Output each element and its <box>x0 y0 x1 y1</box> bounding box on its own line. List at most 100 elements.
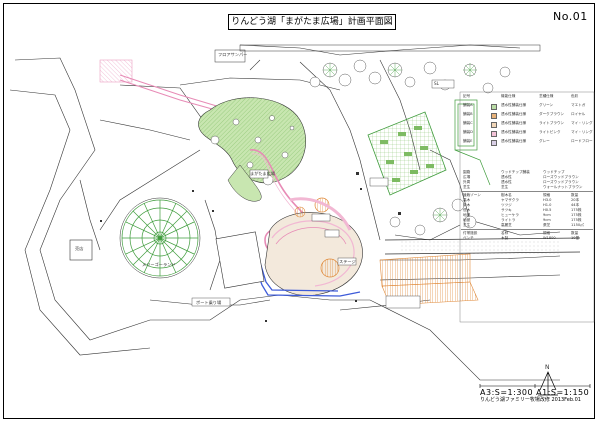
spec-cell: 地被 <box>463 218 471 222</box>
legend-row: 舗装D 透水性舗装仕様 ライトピンク マイ・リング <box>461 130 593 139</box>
legend-spec: 透水性舗装仕様 <box>501 112 527 116</box>
legend-h3: 色彩 <box>571 94 579 98</box>
spec-divider <box>461 229 593 230</box>
spec-cell: 175株 <box>571 208 582 212</box>
top-strip <box>239 44 541 52</box>
legend-spec: 透水性舗装仕様 <box>501 121 527 125</box>
spec-cell: 175株 <box>571 218 582 222</box>
spec-cell: 1150㎡ <box>571 223 584 227</box>
legend: 記号 機能仕様 芝種仕様 色彩 舗装A 透水性舗装仕様 グリーン マエトガ 舗装… <box>461 94 593 148</box>
scale-bar <box>479 384 591 388</box>
road-texture <box>400 240 560 254</box>
legend-swatch <box>491 122 497 128</box>
magatama-lower-lobe <box>227 164 262 202</box>
pink-hatched-area <box>99 59 133 83</box>
spec-row: 付帯施設 名称 規格 数量 <box>461 231 593 236</box>
legend-swatch <box>491 131 497 137</box>
spec-cell: W1800 <box>543 236 556 240</box>
spec-cell: 高麗芝 <box>501 223 512 227</box>
spec-cell: H0.5 <box>543 208 552 212</box>
north-arrow <box>538 371 558 396</box>
spec-cell: 数量 <box>571 193 579 197</box>
right-green-structure <box>454 99 491 186</box>
spec-cell: 数量 <box>571 231 579 235</box>
orange-disc-small <box>294 206 306 218</box>
legend-spec: 透水性舗装仕様 <box>501 139 527 143</box>
spec-cell: 広場 <box>463 175 471 179</box>
spec-cell: 規格 <box>543 193 551 197</box>
legend-code: マイ・リング <box>571 130 593 134</box>
spec-cell: サツキ <box>501 208 512 212</box>
merry-go-round <box>121 199 199 277</box>
spec-cell: ヤマザクラ <box>501 198 519 202</box>
legend-swatch <box>491 113 497 119</box>
label-shop: 売店 <box>75 246 84 251</box>
spec-cell: 高木 <box>463 198 471 202</box>
spec-cell: 透水性 <box>501 180 512 184</box>
label-merry-go-round: メリーゴーランド <box>142 262 176 267</box>
legend-code: マイ・リング <box>571 121 593 125</box>
legend-spec: 透水性舗装仕様 <box>501 103 527 107</box>
spec-cell: 地被 <box>463 213 471 217</box>
spec-cell: 木製 <box>501 236 509 240</box>
spec-cell: ウォールナットブラウン <box>543 185 583 189</box>
spec-cell: ライトラ <box>501 218 516 222</box>
label-parking: フロアサンパー <box>218 52 248 57</box>
sheet-number: No.01 <box>553 10 588 23</box>
label-stage: ステージ <box>339 259 356 264</box>
pink-ring <box>289 197 352 231</box>
legend-color: ライトブラウン <box>539 121 565 125</box>
legend-row: 舗装C 透水性舗装仕様 ライトブラウン マイ・リング <box>461 121 593 130</box>
legend-name: 舗装D <box>463 130 473 134</box>
legend-name: 舗装E <box>463 139 473 143</box>
spec-cell: ウッドチップ <box>543 170 565 174</box>
shop-building <box>69 239 93 261</box>
spec-cell: 名称 <box>501 231 509 235</box>
spec-divider <box>461 191 593 192</box>
spec-row: 園路ウッドチップ舗装ウッドチップ <box>461 170 593 175</box>
site-markers <box>100 172 401 322</box>
legend-spec: 透水性舗装仕様 <box>501 130 527 134</box>
spec-cell: 外周 <box>463 180 471 184</box>
spec-row: 植栽ゾーン樹木名規格数量 <box>461 193 593 198</box>
spec-cell: 芝生 <box>463 223 471 227</box>
legend-code: マエトガ <box>571 103 586 107</box>
spec-row: 外周透水性ローズウッドブラウン <box>461 180 593 185</box>
scale-block: A3:S=1:300 A1:S=1:150 りんどう湖ファミリー牧場改修 201… <box>480 388 590 416</box>
spec-cell: ツツジ <box>501 203 512 207</box>
spec-cell: 規格 <box>543 231 551 235</box>
label-boat-pier: ボート乗り場 <box>196 300 222 305</box>
legend-h2: 芝種仕様 <box>539 94 554 98</box>
spec-cell: 透水性 <box>501 175 512 179</box>
spec-cell: 44本 <box>571 203 580 207</box>
spec-cell: 低木 <box>463 208 471 212</box>
spec-cell: 付帯施設 <box>463 231 478 235</box>
legend-color: グレー <box>539 139 550 143</box>
drawing-title: りんどう湖「まがたま広場」計画平面図 <box>228 14 396 30</box>
spec-cell: 芝生 <box>463 185 471 189</box>
sheet-border <box>3 3 595 419</box>
spec-cell: H3.0 <box>543 198 552 202</box>
legend-color: ライトピンク <box>539 130 561 134</box>
spec-row: 芝生芝生ウォールナットブラウン <box>461 185 593 190</box>
legend-swatch <box>491 104 497 110</box>
spec-cell: 10基 <box>571 236 580 240</box>
label-plaza-core: まがたま広場 <box>250 171 275 176</box>
legend-h0: 記号 <box>463 94 471 98</box>
project-name: りんどう湖ファミリー牧場改修 2013Feb.01 <box>480 397 590 403</box>
legend-name: 舗装A <box>463 103 473 107</box>
legend-name: 舗装C <box>463 121 473 125</box>
legend-code: ロードフロー <box>571 139 593 143</box>
spec-cell: 9cm <box>543 213 551 217</box>
spec-cell: H1.0 <box>543 203 552 207</box>
legend-name: 舗装B <box>463 112 473 116</box>
legend-header: 記号 機能仕様 芝種仕様 色彩 <box>461 94 593 103</box>
legend-color: ダークブラウン <box>539 112 565 116</box>
spec-cell: 園路 <box>463 170 471 174</box>
